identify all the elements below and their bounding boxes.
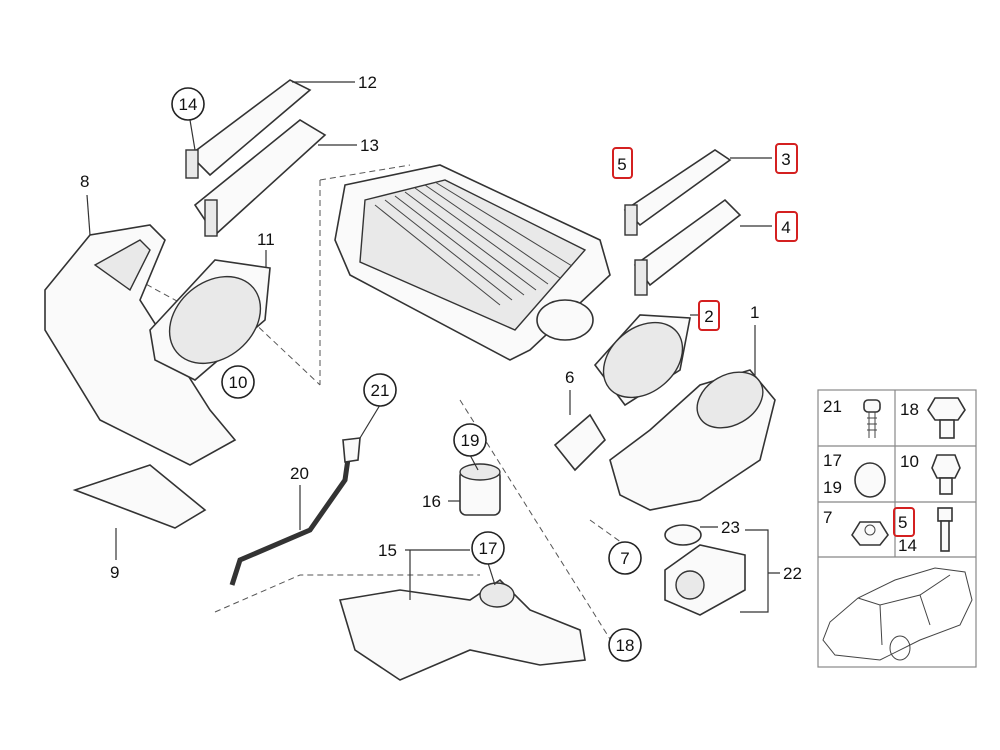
parts-table: 21 18 17 19 10 7 5 14 — [817, 389, 977, 668]
socket-screw-icon — [937, 507, 953, 522]
flange-nut-icon — [851, 521, 889, 546]
car-icon — [822, 567, 973, 661]
gasket-6 — [553, 413, 607, 472]
callout-9: 9 — [110, 563, 119, 582]
assembly-lines — [119, 164, 626, 656]
air-duct-8 — [44, 224, 237, 466]
table-19: 19 — [823, 478, 842, 497]
gasket-9 — [72, 464, 207, 529]
callout-15: 15 — [378, 541, 397, 560]
callout-21: 21 — [371, 381, 390, 400]
seal-11 — [149, 259, 271, 381]
hex-bolt-icon — [931, 454, 961, 479]
callout-3: 3 — [781, 150, 790, 169]
cap-21 — [342, 437, 361, 463]
leader-lines — [86, 81, 780, 613]
callout-19: 19 — [461, 431, 480, 450]
callout-22: 22 — [783, 564, 802, 583]
callout-11: 11 — [257, 230, 275, 249]
callout-4: 4 — [781, 218, 790, 237]
plain-callouts: 12 13 8 11 9 20 16 15 6 1 23 22 — [80, 73, 802, 583]
callout-6: 6 — [565, 368, 574, 387]
table-21: 21 — [823, 397, 842, 416]
callout-13: 13 — [360, 136, 379, 155]
callout-2: 2 — [704, 307, 713, 326]
seal-2 — [593, 314, 691, 407]
table-10: 10 — [900, 452, 919, 471]
table-7: 7 — [823, 508, 832, 527]
housing-1 — [609, 369, 776, 511]
callout-10: 10 — [229, 373, 248, 392]
highlighted-callouts: 5 3 4 2 — [612, 143, 798, 331]
callout-5: 5 — [617, 155, 626, 174]
callout-17: 17 — [479, 539, 498, 558]
hose-clamp-icon — [854, 462, 886, 498]
table-17: 17 — [823, 451, 842, 470]
vent-pipe-20 — [229, 444, 353, 586]
clamp-12-13 — [185, 79, 327, 237]
hose-16 — [459, 463, 501, 516]
callout-18: 18 — [616, 636, 635, 655]
clamp-3-4 — [623, 149, 742, 296]
intake-pipe-15 — [338, 578, 586, 681]
callout-1: 1 — [750, 303, 759, 322]
table-18: 18 — [900, 400, 919, 419]
table-5: 5 — [898, 513, 907, 532]
intercooler — [334, 164, 611, 361]
callout-20: 20 — [290, 464, 309, 483]
callout-8: 8 — [80, 172, 89, 191]
callout-12: 12 — [358, 73, 377, 92]
bolt-icon — [927, 397, 966, 421]
callout-23: 23 — [721, 518, 740, 537]
table-14: 14 — [898, 536, 917, 555]
circled-callouts: 14 10 21 19 17 7 18 — [171, 87, 642, 662]
callout-7: 7 — [620, 549, 629, 568]
screw-icon — [863, 399, 881, 413]
throttle-22 — [664, 524, 746, 616]
callout-16: 16 — [422, 492, 441, 511]
callout-14: 14 — [179, 95, 198, 114]
